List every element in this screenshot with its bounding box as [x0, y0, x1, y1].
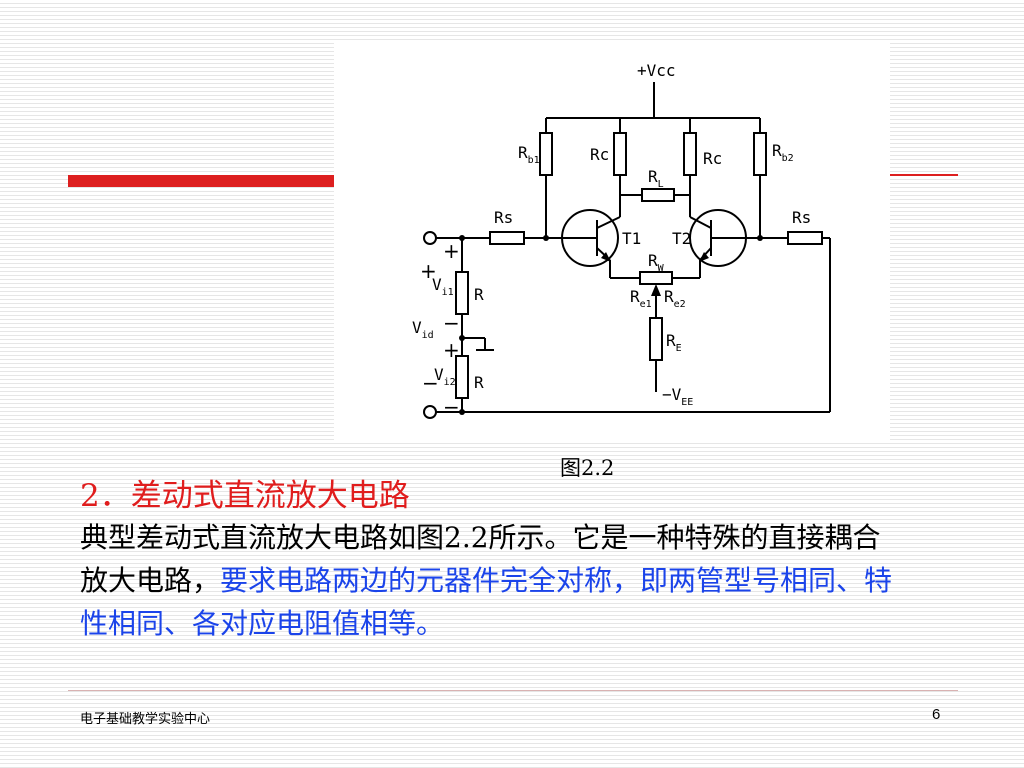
label-rl: RL: [648, 167, 664, 190]
accent-line-right: [890, 174, 958, 176]
label-r-bottom: R: [474, 373, 484, 392]
label-minus-3: −: [443, 395, 460, 419]
label-plus-1: +: [443, 239, 460, 263]
body-text-emphasis: 要求电路两边的元器件完全对称，即两管型号相同、特性相同、各对应电阻值相等。: [80, 564, 893, 640]
page-number: 6: [932, 706, 941, 723]
circuit-markers: [459, 235, 763, 415]
accent-bar-left: [68, 175, 336, 187]
circuit-diagram-panel: +Vcc Rb1 Rc Rc Rb2 RL Rs Rs T1 T2 RW Re1…: [334, 40, 890, 440]
figure-caption: 图2.2: [560, 456, 615, 480]
label-plus-3: +: [443, 338, 460, 362]
label-minus-2: −: [422, 371, 439, 395]
label-re2: Re2: [664, 287, 686, 310]
label-vee: −VEE: [662, 385, 693, 408]
label-rw: RW: [648, 251, 665, 274]
label-vid: Vid: [412, 318, 434, 341]
label-rs-left: Rs: [494, 208, 513, 227]
label-rc-right: Rc: [703, 149, 722, 168]
label-re1: Re1: [630, 287, 652, 310]
circuit-components: [423, 132, 823, 419]
body-paragraph: 典型差动式直流放大电路如图2.2所示。它是一种特殊的直接耦合放大电路，要求电路两…: [80, 516, 900, 645]
circuit-diagram: +Vcc Rb1 Rc Rc Rb2 RL Rs Rs T1 T2 RW Re1…: [412, 61, 831, 419]
label-vi1: Vi1: [432, 275, 454, 298]
label-r-top: R: [474, 285, 484, 304]
label-rs-right: Rs: [792, 208, 811, 227]
footer-org: 电子基础教学实验中心: [80, 712, 211, 727]
label-vi2: Vi2: [434, 365, 456, 388]
label-vcc: +Vcc: [637, 61, 676, 80]
label-rc-left: Rc: [590, 145, 609, 164]
label-rb1: Rb1: [518, 143, 540, 166]
body-text-plain: 典型差动式直流放大电路如图2.2所示。它是一种特殊的直接耦合放大电路，: [80, 521, 881, 597]
label-t2: T2: [672, 229, 691, 248]
label-re: RE: [666, 331, 682, 354]
label-rb2: Rb2: [772, 141, 794, 164]
footer-divider: [68, 690, 958, 691]
label-plus-2: +: [420, 259, 437, 283]
label-minus-1: −: [443, 311, 460, 335]
section-heading: 2．差动式直流放大电路: [80, 478, 410, 514]
label-t1: T1: [622, 229, 641, 248]
